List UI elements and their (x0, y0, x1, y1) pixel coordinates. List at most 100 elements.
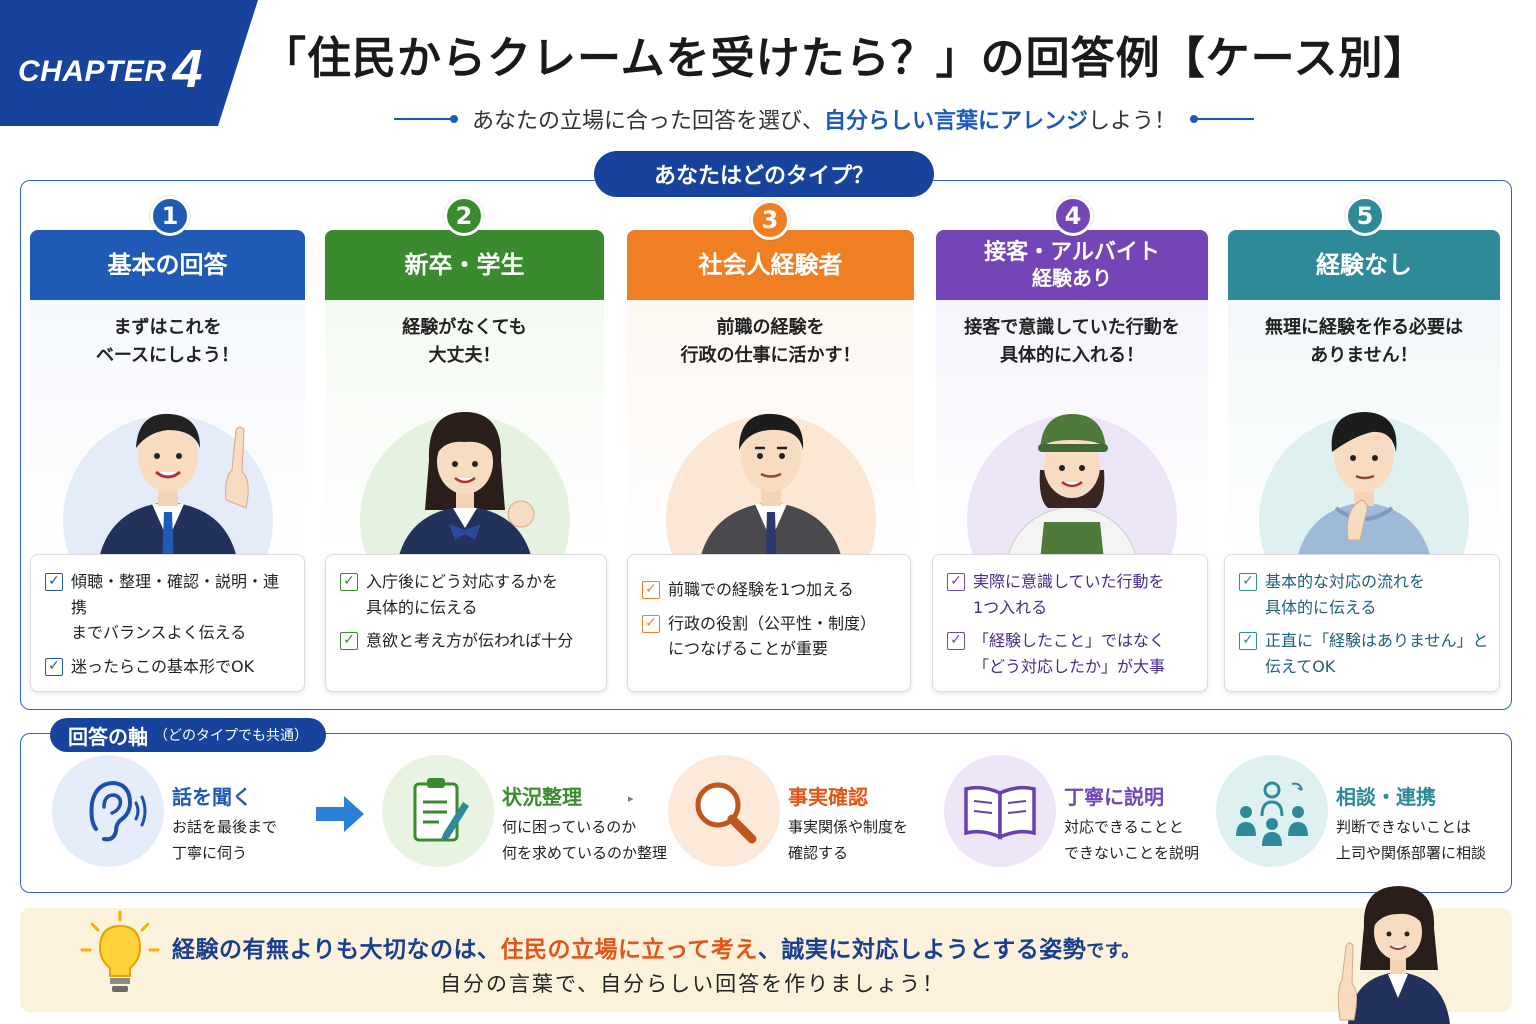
bullet-text: 行政の役割（公平性・制度） (668, 613, 877, 633)
axis-desc: お話を最後まで丁寧に伺う (172, 815, 277, 866)
axis-title: 丁寧に説明 (1064, 785, 1164, 809)
subtitle: あなたの立場に合った回答を選び、自分らしい言葉にアレンジしよう！ (472, 103, 1176, 135)
page-title: 「住民からクレームを受けたら？」の回答例【ケース別】 (262, 33, 1429, 84)
type-body-2: 経験がなくても大丈夫！ (325, 300, 604, 580)
ear-icon (52, 755, 164, 867)
type-card-5[interactable]: 経験なし 無理に経験を作る必要はありません！ (1228, 230, 1500, 696)
check-icon: ✓ (45, 657, 63, 676)
bullet-text: 伝えてOK (1265, 656, 1336, 676)
axis-item-listen: 話を聞く お話を最後まで丁寧に伺う (52, 755, 312, 875)
type-card-3[interactable]: 社会人経験者 前職の経験を行政の仕事に活かす！ (627, 230, 914, 696)
bullet-text: につなげることが重要 (668, 639, 829, 659)
type-header-2: 新卒・学生 (325, 230, 604, 300)
axis-desc: 何に困っているのか何を求めているのか整理 (502, 815, 667, 866)
type-bullets-2: ✓入庁後にどう対応するかを具体的に伝える ✓意欲と考え方が伝われば十分 (325, 554, 607, 692)
bullet-text: までバランスよく伝える (71, 623, 247, 643)
lead-line: 前職の経験を (716, 317, 825, 338)
type-number-2: 2 (444, 196, 484, 236)
chapter-word: CHAPTER (18, 55, 167, 88)
bullet-text: 正直に「経験はありません」と (1265, 631, 1489, 651)
type-card-1[interactable]: 基本の回答 まずはこれをベースにしよう！ (30, 230, 305, 696)
bullet-text: 「経験したこと」ではなく (973, 631, 1166, 651)
subtitle-post: しよう！ (1088, 109, 1177, 134)
bullet-item: ✓前職での経験を1つ加える (642, 577, 900, 603)
book-icon (944, 755, 1056, 867)
axis-desc-line: 対応できることと (1064, 818, 1184, 836)
check-icon: ✓ (340, 573, 358, 591)
check-icon: ✓ (642, 614, 660, 633)
bullet-text: 迷ったらこの基本形でOK (71, 656, 255, 676)
axis-desc-line: 判断できないことは (1336, 818, 1472, 836)
types-section-label: あなたはどのタイプ？ (594, 151, 934, 197)
chapter-number: 4 (172, 39, 203, 99)
type-title: 接客・アルバイト (984, 239, 1160, 265)
lightbulb-icon (80, 910, 160, 992)
lead-line: 接客で意識していた行動を (964, 317, 1180, 338)
axis-item-explain: 丁寧に説明 対応できることとできないことを説明 (944, 755, 1214, 875)
avatar-service-worker (952, 390, 1192, 580)
subtitle-highlight: 自分らしい言葉にアレンジ (823, 109, 1088, 134)
axis-desc: 判断できないことは上司や関係部署に相談 (1336, 815, 1486, 866)
check-icon: ✓ (642, 581, 660, 599)
subtitle-row: あなたの立場に合った回答を選び、自分らしい言葉にアレンジしよう！ (284, 102, 1364, 136)
lead-line: まずはこれを (113, 317, 222, 338)
type-title: 新卒・学生 (404, 251, 525, 279)
type-title: 経験なし (1316, 251, 1412, 279)
axis-desc-line: 何を求めているのか整理 (502, 843, 668, 862)
banner-text: 、誠実に対応しようとする姿勢 (757, 937, 1087, 963)
subtitle-rule-right (1190, 115, 1255, 123)
type-body-3: 前職の経験を行政の仕事に活かす！ (627, 300, 914, 580)
axis-desc-line: 丁寧に伺う (172, 843, 248, 862)
axis-item-organize: 状況整理 何に困っているのか何を求めているのか整理 (382, 755, 672, 875)
check-icon: ✓ (45, 573, 63, 591)
bullet-item: ✓ 迷ったらこの基本形でOK (45, 654, 294, 680)
small-arrow-icon: ▸ (628, 792, 634, 805)
banner-text-highlight: 住民の立場に立って考え (500, 937, 758, 963)
bullet-text: 入庁後にどう対応するかを (366, 572, 559, 591)
axis-desc-line: 確認する (788, 843, 849, 862)
axis-desc: 事実関係や制度を確認する (788, 815, 908, 866)
axis-label-sub: （どのタイプでも共通） (154, 728, 308, 744)
bullet-text: 「どう対応したか」が大事 (973, 656, 1166, 676)
type-title: 社会人経験者 (698, 251, 843, 279)
banner-text: です。 (1086, 941, 1140, 962)
axis-title: 事実確認 (788, 785, 868, 809)
type-number-1: 1 (150, 196, 190, 236)
bullet-item: ✓ 傾聴・整理・確認・説明・連携までバランスよく伝える (45, 569, 294, 646)
type-number-5: 5 (1345, 196, 1385, 236)
type-title-line2: 経験あり (1032, 266, 1112, 291)
type-lead: 前職の経験を行政の仕事に活かす！ (627, 314, 914, 370)
axis-title: 状況整理 (502, 785, 582, 809)
axis-desc: 対応できることとできないことを説明 (1064, 815, 1199, 866)
type-bullets-3: ✓前職での経験を1つ加える ✓ 行政の役割（公平性・制度） につなげることが重要 (627, 554, 911, 692)
banner-message: 経験の有無よりも大切なのは、住民の立場に立って考え、誠実に対応しようとする姿勢で… (172, 930, 1140, 964)
type-lead: 経験がなくても大丈夫！ (325, 314, 604, 370)
type-bullets-5: ✓基本的な対応の流れを具体的に伝える ✓正直に「経験はありません」と伝えてOK (1224, 554, 1500, 692)
type-number-3: 3 (750, 200, 790, 240)
bullet-text: 意欲と考え方が伝われば十分 (366, 631, 574, 651)
type-lead: 無理に経験を作る必要はありません！ (1228, 314, 1500, 370)
bullet-text: 基本的な対応の流れを (1265, 572, 1426, 591)
axis-desc-line: 事実関係や制度を (788, 818, 909, 836)
axis-desc-line: 上司や関係部署に相談 (1336, 843, 1487, 862)
check-icon: ✓ (1239, 632, 1257, 651)
chapter-badge-shape (0, 0, 258, 126)
type-title: 基本の回答 (107, 251, 228, 279)
axis-item-consult: 相談・連携 判断できないことは上司や関係部署に相談 (1216, 755, 1506, 875)
type-lead: 接客で意識していた行動を具体的に入れる！ (936, 314, 1208, 370)
type-card-2[interactable]: 新卒・学生 経験がなくても大丈夫！ (325, 230, 604, 696)
bullet-text: 1つ入れる (973, 597, 1048, 617)
type-number-4: 4 (1053, 196, 1093, 236)
bullet-text: 傾聴・整理・確認・説明・連携 (71, 572, 280, 617)
axis-label-main: 回答の軸 (68, 724, 148, 749)
lead-line: 経験がなくても (402, 317, 527, 338)
axis-desc-line: 何に困っているのか (502, 818, 637, 836)
lead-line: 無理に経験を作る必要は (1265, 317, 1463, 338)
type-header-4: 接客・アルバイト 経験あり (936, 230, 1208, 300)
avatar-student (345, 390, 585, 580)
subtitle-rule-left (393, 115, 458, 123)
lead-line: 大丈夫！ (428, 344, 501, 366)
